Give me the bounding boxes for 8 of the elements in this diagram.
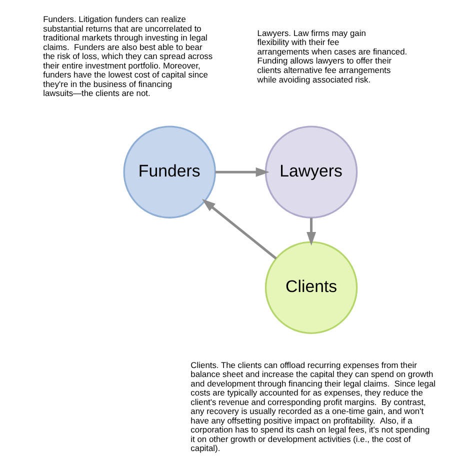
label: Lawyers. Law firms may gain flexibility with their fee arrangements when cases are financed. Funding allows lawyers to offer their clients alternative fee arrangements while avoiding associated risk. xyxy=(256,28,407,84)
arrow xyxy=(306,218,316,246)
label: Funders. Litigation funders can realize substantial returns that are uncorrelated to traditional markets through investing in legal claims. Funders are also best able to bear the risk of loss, which they can spread across their entire investment portfolio. Moreover, funders have the lowest cost of capital since they're in the business of financing lawsuits—the clients are not. xyxy=(42,14,212,98)
label: Clients. The clients can offload recurring expenses from their balance sheet and increase the capital they can spend on growth and development through financing their legal claims. Since legal costs are typically accounted for as expenses, they reduce the client's revenue and corresponding profit margins. By contrast, any recovery is usually recorded as a one-time gain, and won't have any offsetting positive impact on profitability. Also, if a corporation has to spend its cash on legal fees, it's not spending it on other growth or development activities (i.e., the cost of capital). xyxy=(190,360,436,454)
arrow xyxy=(214,167,269,177)
node-circle: Lawyers xyxy=(264,126,358,218)
arrow xyxy=(202,198,276,260)
node-circle: Clients xyxy=(264,241,358,334)
